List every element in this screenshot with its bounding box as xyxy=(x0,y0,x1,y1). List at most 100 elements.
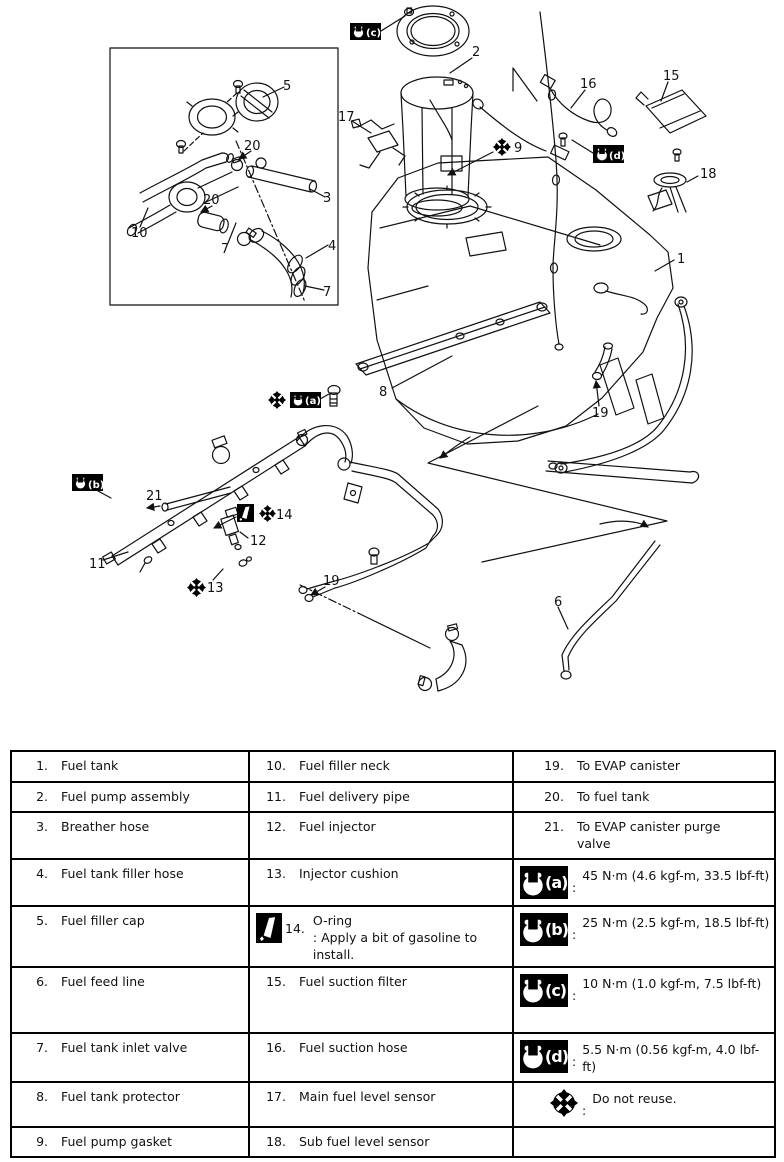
part-number: 15. xyxy=(266,973,286,989)
fuel-tank-protector-art xyxy=(355,301,551,376)
right-hose19-art xyxy=(591,342,614,381)
part-number: 21. xyxy=(544,819,564,834)
inset-bolts xyxy=(175,79,244,154)
part-number: 2. xyxy=(36,789,48,804)
fuel-suction-filter-art xyxy=(635,89,707,134)
part-number: 1. xyxy=(36,758,48,773)
table-row: 3.Breather hose 12.Fuel injector 21.To E… xyxy=(10,811,776,860)
table-row: 5.Fuel filler cap 14. O-ring: Apply a bi… xyxy=(10,905,776,968)
callout-19a: 19 xyxy=(592,406,609,421)
purge-pipe-art xyxy=(145,486,232,512)
callout-13: 13 xyxy=(207,581,224,596)
badge-letter-b: (b) xyxy=(88,480,104,491)
part-number: 10. xyxy=(266,758,286,773)
fuel-tank-inlet-valve-art xyxy=(197,211,257,247)
callout-8: 8 xyxy=(379,385,387,400)
part-label: Fuel feed line xyxy=(61,973,145,989)
part-label: Fuel tank inlet valve xyxy=(61,1039,188,1055)
part-number: 18. xyxy=(266,1133,286,1149)
empty-cell xyxy=(512,1125,776,1158)
part-label-line1: O-ring xyxy=(312,913,353,928)
inset-box xyxy=(109,47,339,306)
part-label: Fuel injector xyxy=(299,819,376,834)
callout-2: 2 xyxy=(472,45,480,60)
callout-12: 12 xyxy=(250,534,267,549)
note-label: Do not reuse. xyxy=(592,1090,677,1106)
fuel-filler-neck-art xyxy=(126,152,239,237)
badge-letter: (b) xyxy=(544,920,569,939)
fuel-delivery-pipe-art xyxy=(102,435,306,573)
badge-letter-a: (a) xyxy=(305,396,321,407)
table-row: 1. Fuel tank 10. Fuel filler neck 19. To EV… xyxy=(10,750,776,783)
fuel-tank-exploded-diagram: 2 17 16 15 9 18 1 8 19 21 14 12 11 13 19… xyxy=(72,5,717,692)
filler-lock-ring-art xyxy=(186,98,239,136)
fuel-filler-cap-art xyxy=(232,82,279,122)
part-number: 12. xyxy=(266,819,286,834)
callout-11: 11 xyxy=(89,557,106,572)
colon: : xyxy=(572,987,577,1003)
callout-17: 17 xyxy=(338,110,355,125)
part-number: 8. xyxy=(36,1088,48,1104)
fuel-tank-art xyxy=(367,156,674,445)
part-number: 4. xyxy=(36,866,48,881)
torque-wrench-badge-d: (d) xyxy=(520,1039,569,1073)
callout-18: 18 xyxy=(700,167,717,182)
part-number: 20. xyxy=(544,789,564,804)
table-row: 2.Fuel pump assembly 11.Fuel delivery pi… xyxy=(10,781,776,813)
part-number: 3. xyxy=(36,819,48,834)
fuel-rail-hose-art xyxy=(295,424,353,471)
part-number: 19. xyxy=(544,758,564,773)
callout-1: 1 xyxy=(677,252,685,267)
badge-letter: (d) xyxy=(544,1046,569,1066)
part-label: Fuel tank xyxy=(61,758,119,773)
callout-20b: 20 xyxy=(203,193,220,208)
callout-labels: 2 17 16 15 9 18 1 8 19 21 14 12 11 13 19… xyxy=(88,28,717,610)
torque-wrench-badge-b: (b) xyxy=(520,913,569,946)
leader-lines xyxy=(97,15,699,630)
callout-16: 16 xyxy=(580,77,597,92)
fuel-injector-art xyxy=(220,506,242,551)
callout-4: 4 xyxy=(328,239,336,254)
badge-letter: (c) xyxy=(545,980,567,1000)
grease-brush-icon-14 xyxy=(237,504,276,522)
tank-strap-art xyxy=(545,296,700,484)
part-label: Fuel suction filter xyxy=(299,973,407,989)
torque-badge-b xyxy=(72,474,103,491)
evap-pipe-art xyxy=(472,11,570,351)
callout-6: 6 xyxy=(554,595,562,610)
main-fuel-level-sensor-art xyxy=(350,118,406,169)
part-number: 5. xyxy=(36,913,48,928)
badge-letter: (a) xyxy=(545,873,568,892)
part-label: Main fuel level sensor xyxy=(299,1088,436,1104)
torque-value: 25 N·m (2.5 kgf-m, 18.5 lbf-ft) xyxy=(582,915,770,930)
part-label: Fuel filler cap xyxy=(61,913,145,928)
part-label: To fuel tank xyxy=(577,789,650,804)
part-number: 13. xyxy=(266,866,286,881)
part-number: 11. xyxy=(266,789,286,804)
colon: : xyxy=(572,1053,577,1069)
callout-21: 21 xyxy=(146,489,163,504)
torque-value: 5.5 N·m (0.56 kgf-m, 4.0 lbf-ft) xyxy=(582,1041,760,1074)
protector-bolt-art xyxy=(327,384,341,407)
continuation-lines xyxy=(299,405,668,649)
torque-badge-c xyxy=(350,23,381,40)
table-row: 9. Fuel pump gasket 18. Sub fuel level sen… xyxy=(10,1125,776,1158)
fuel-lines-art xyxy=(298,461,443,603)
torque-badge-a xyxy=(268,391,321,409)
part-label: To EVAP canister xyxy=(577,758,681,773)
callout-7a: 7 xyxy=(221,242,229,257)
table-row: 7.Fuel tank inlet valve 16.Fuel suction … xyxy=(10,1031,776,1083)
callout-9: 9 xyxy=(514,141,522,156)
part-label: Fuel delivery pipe xyxy=(299,789,410,804)
badge-letter-d: (d) xyxy=(609,151,625,162)
part-number: 14. xyxy=(285,921,305,936)
part-label: Fuel filler neck xyxy=(299,758,390,773)
parts-legend-table: 1. Fuel tank 10. Fuel filler neck 19. To EV… xyxy=(10,750,776,1158)
callout-10: 10 xyxy=(131,226,148,241)
fuel-tank-filler-hose-art xyxy=(235,140,307,303)
colon: : xyxy=(572,880,577,895)
part-number: 9. xyxy=(36,1133,48,1149)
part-label: Fuel pump gasket xyxy=(61,1133,172,1149)
part-label: Sub fuel level sensor xyxy=(299,1133,430,1149)
